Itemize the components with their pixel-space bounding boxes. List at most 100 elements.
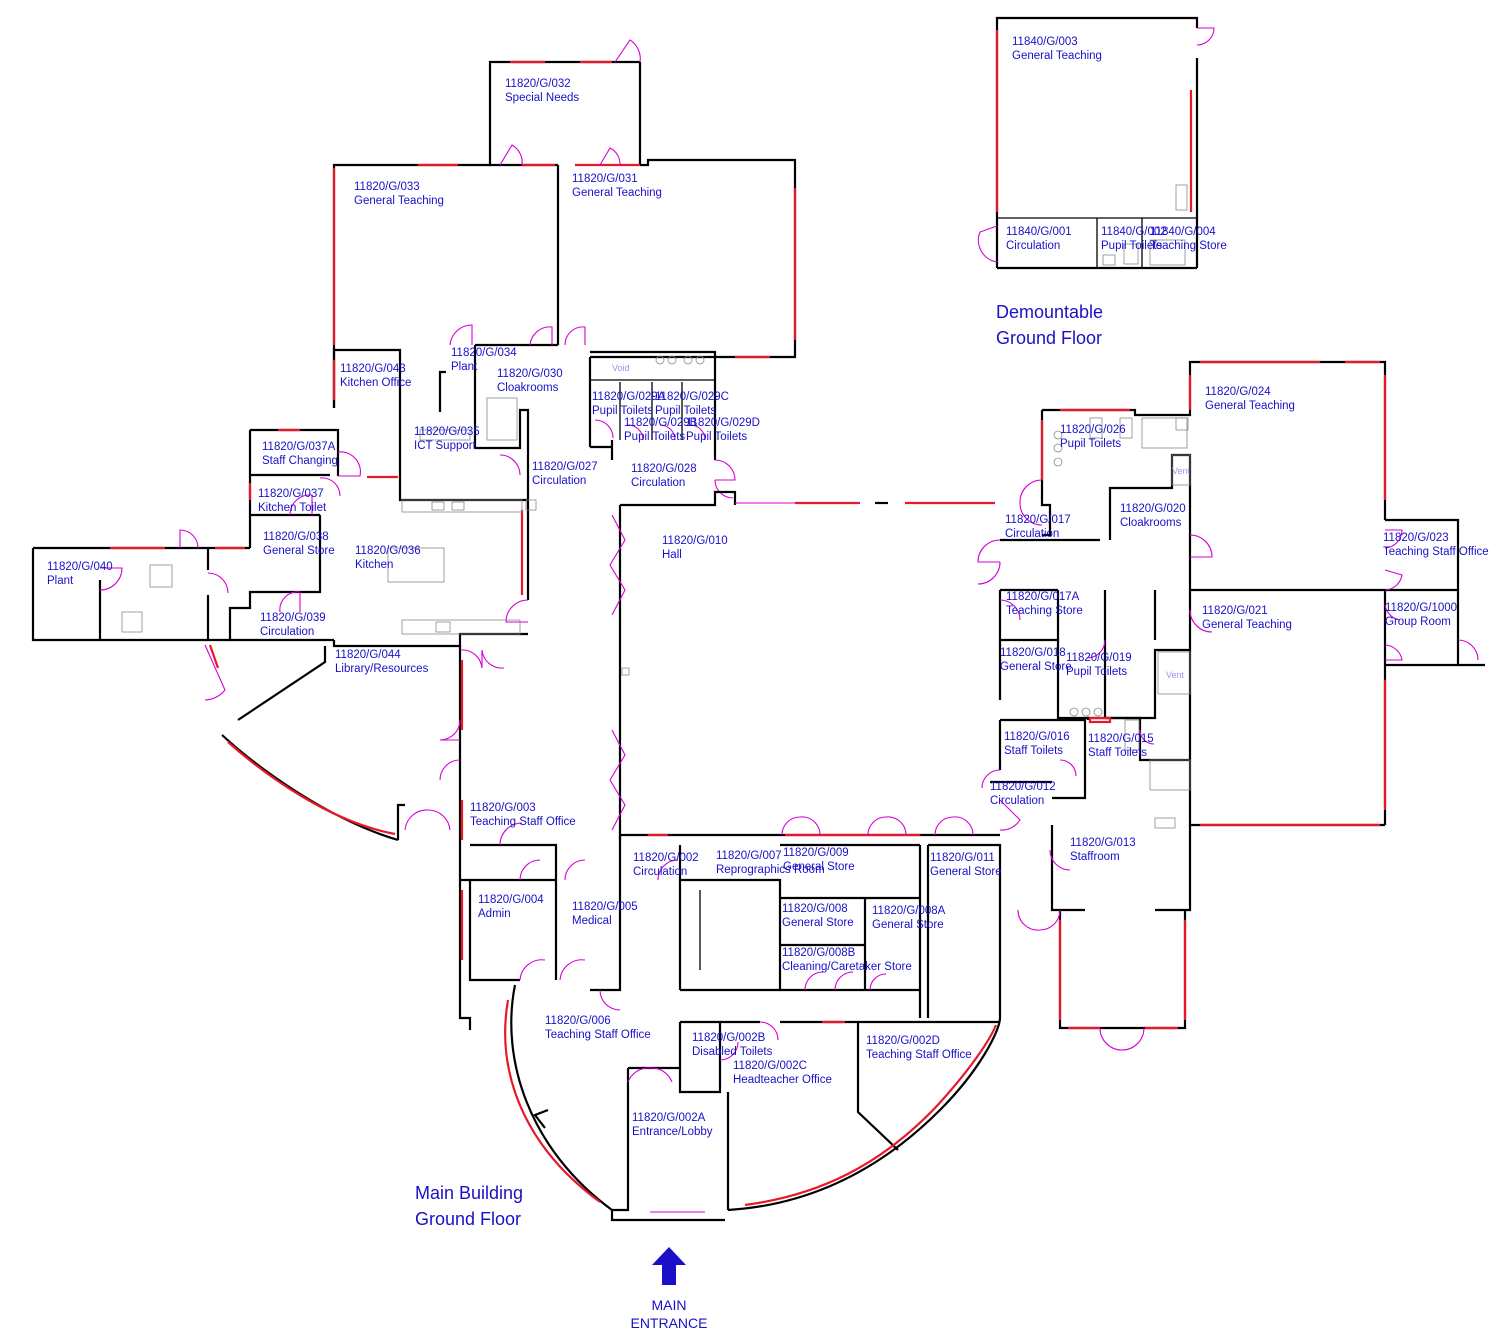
room-name-002C: Headteacher Office <box>733 1074 832 1086</box>
room-name-11840-G-002: Pupil Toilets <box>1101 240 1162 252</box>
room-name-029C: Pupil Toilets <box>655 405 716 417</box>
room-code-017A: 11820/G/017A <box>1006 591 1080 603</box>
room-name-009: General Store <box>783 861 855 873</box>
room-code-016: 11820/G/016 <box>1004 731 1070 743</box>
room-code-027: 11820/G/027 <box>532 461 598 473</box>
room-name-028: Circulation <box>631 477 685 489</box>
room-name-027: Circulation <box>532 475 586 487</box>
room-code-031: 11820/G/031 <box>572 173 638 185</box>
toilet-core-029: Void <box>590 350 736 499</box>
room-code-044: 11820/G/044 <box>335 649 401 661</box>
room-name-016: Staff Toilets <box>1004 745 1063 757</box>
room-name-005: Medical <box>572 915 612 927</box>
room-code-029C: 11820/G/029C <box>655 391 729 403</box>
room-name-034: Plant <box>451 361 478 373</box>
room-code-012: 11820/G/012 <box>990 781 1056 793</box>
room-name-037: Kitchen Toilet <box>258 502 327 514</box>
room-name-031: General Teaching <box>572 187 662 199</box>
main-entrance-label-line1: MAIN <box>652 1297 687 1313</box>
room-code-013: 11820/G/013 <box>1070 837 1136 849</box>
room-code-039: 11820/G/039 <box>260 612 326 624</box>
room-code-002: 11820/G/002 <box>633 852 699 864</box>
room-code-008B: 11820/G/008B <box>782 947 856 959</box>
room-name-11840-G-004: Teaching Store <box>1150 240 1227 252</box>
main-building-title-line2: Ground Floor <box>415 1209 521 1229</box>
room-name-020: Cloakrooms <box>1120 517 1182 529</box>
room-name-002B: Disabled Toilets <box>692 1046 773 1058</box>
room-name-012: Circulation <box>990 795 1044 807</box>
room-code-002A: 11820/G/002A <box>632 1112 706 1124</box>
room-code-038: 11820/G/038 <box>263 531 329 543</box>
room-code-037A: 11820/G/037A <box>262 441 336 453</box>
room-name-002A: Entrance/Lobby <box>632 1126 713 1138</box>
south-front <box>504 984 1002 1222</box>
room-code-043: 11820/G/043 <box>340 363 406 375</box>
room-code-024: 11820/G/024 <box>1205 386 1271 398</box>
room-code-005: 11820/G/005 <box>572 901 638 913</box>
admin-cluster <box>458 790 1002 1030</box>
room-code-002C: 11820/G/002C <box>733 1060 807 1072</box>
north-classrooms <box>332 39 797 408</box>
room-name-039: Circulation <box>260 626 314 638</box>
room-name-026: Pupil Toilets <box>1060 438 1121 450</box>
room-code-035: 11820/G/035 <box>414 426 480 438</box>
room-code-019: 11820/G/019 <box>1066 652 1132 664</box>
room-code-11840-G-004: 11840/G/004 <box>1150 226 1216 238</box>
room-code-11840-G-003: 11840/G/003 <box>1012 36 1078 48</box>
room-name-017A: Teaching Store <box>1006 605 1083 617</box>
room-code-015: 11820/G/015 <box>1088 733 1154 745</box>
room-code-006: 11820/G/006 <box>545 1015 611 1027</box>
room-name-007: Reprographics Room <box>716 864 825 876</box>
room-name-010: Hall <box>662 549 682 561</box>
room-name-008B: Cleaning/Caretaker Store <box>782 961 912 973</box>
room-name-004: Admin <box>478 908 511 920</box>
room-name-002: Circulation <box>633 866 687 878</box>
room-name-033: General Teaching <box>354 195 444 207</box>
room-name-11840-G-003: General Teaching <box>1012 50 1102 62</box>
room-name-029A: Pupil Toilets <box>592 405 653 417</box>
room-name-015: Staff Toilets <box>1088 747 1147 759</box>
plant-room-040 <box>31 529 250 642</box>
east-block: Vent <box>977 360 1485 827</box>
room-name-023: Teaching Staff Office <box>1383 546 1489 558</box>
room-name-008A: General Store <box>872 919 944 931</box>
library-044 <box>204 644 505 842</box>
room-code-007: 11820/G/007 <box>716 850 782 862</box>
staffroom-013 <box>1017 817 1192 1051</box>
room-name-013: Staffroom <box>1070 851 1120 863</box>
room-code-021: 11820/G/021 <box>1202 605 1268 617</box>
room-code-11840-G-001: 11840/G/001 <box>1006 226 1072 238</box>
room-code-11840-G-002: 11840/G/002 <box>1101 226 1167 238</box>
room-code-036: 11820/G/036 <box>355 545 421 557</box>
room-name-1000: Group Room <box>1385 616 1451 628</box>
east-service: Vent <box>981 588 1191 831</box>
room-code-017: 11820/G/017 <box>1005 514 1071 526</box>
main-building-title-line1: Main Building <box>415 1183 523 1203</box>
room-code-029B: 11820/G/029B <box>624 417 698 429</box>
up-arrow-icon <box>652 1247 686 1285</box>
room-code-003: 11820/G/003 <box>470 802 536 814</box>
room-code-033: 11820/G/033 <box>354 181 420 193</box>
room-name-018: General Store <box>1000 661 1072 673</box>
vent-label-a: Vent <box>1172 466 1191 476</box>
vent-label-b: Vent <box>1166 670 1185 680</box>
room-code-029A: 11820/G/029A <box>592 391 666 403</box>
room-code-032: 11820/G/032 <box>505 78 571 90</box>
room-code-010: 11820/G/010 <box>662 535 728 547</box>
room-name-040: Plant <box>47 575 74 587</box>
room-name-029D: Pupil Toilets <box>686 431 747 443</box>
room-code-026: 11820/G/026 <box>1060 424 1126 436</box>
demountable-title-line1: Demountable <box>996 302 1103 322</box>
room-code-018: 11820/G/018 <box>1000 647 1066 659</box>
room-code-008A: 11820/G/008A <box>872 905 946 917</box>
room-name-021: General Teaching <box>1202 619 1292 631</box>
room-code-040: 11820/G/040 <box>47 561 113 573</box>
room-code-002D: 11820/G/002D <box>866 1035 940 1047</box>
room-code-029D: 11820/G/029D <box>686 417 760 429</box>
room-code-023: 11820/G/023 <box>1383 532 1449 544</box>
room-labels: 11840/G/003 General Teaching 11840/G/001… <box>47 36 1489 1138</box>
room-name-038: General Store <box>263 545 335 557</box>
room-code-037: 11820/G/037 <box>258 488 324 500</box>
room-code-034: 11820/G/034 <box>451 347 517 359</box>
